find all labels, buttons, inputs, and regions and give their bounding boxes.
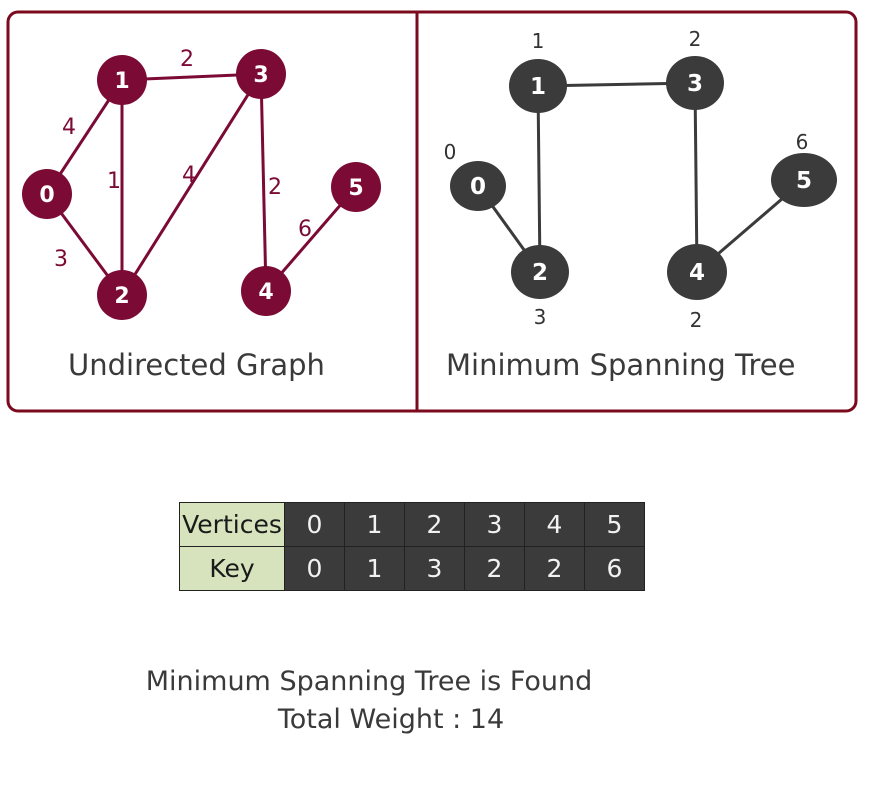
- edge-weight-2-3: 4: [182, 163, 196, 188]
- key-table: Vertices 0 1 2 3 4 5 Key 0 1 3 2 2 6: [179, 502, 645, 591]
- graph-node-0: 0: [22, 169, 72, 219]
- graph-node-label: 0: [39, 183, 54, 208]
- graph-node-label: 3: [253, 63, 268, 88]
- mst-key-node-2: 3: [534, 305, 547, 329]
- mst-key-node-5: 6: [796, 130, 809, 154]
- mst-node-label: 0: [470, 174, 486, 200]
- vertex-cell: 3: [464, 502, 525, 547]
- vertex-cell: 0: [284, 502, 345, 547]
- graph-node-label: 4: [258, 280, 273, 305]
- key-cell: 0: [284, 546, 345, 591]
- edge-weight-0-2: 3: [54, 247, 68, 272]
- mst-nodes: 0 1 2 3 4 5: [450, 56, 837, 300]
- graph-node-2: 2: [97, 270, 147, 320]
- vertex-cell: 2: [404, 502, 465, 547]
- mst-node-label: 5: [796, 168, 812, 194]
- graph-node-label: 5: [348, 176, 363, 201]
- vertex-cell: 5: [584, 502, 645, 547]
- edge-weight-0-1: 4: [62, 115, 76, 140]
- graph-diagram: 4 2 1 4 2 3 6 0 1 2 3: [6, 10, 858, 413]
- mst-key-node-1: 1: [532, 29, 545, 53]
- graph-node-5: 5: [331, 162, 381, 212]
- key-cell: 2: [524, 546, 585, 591]
- mst-node-1: 1: [509, 59, 567, 113]
- mst-key-node-4: 2: [690, 308, 703, 332]
- mst-key-node-0: 0: [444, 140, 457, 164]
- edge-weight-4-5: 6: [298, 217, 312, 242]
- edge-3-4: [259, 73, 268, 292]
- mst-edge-1-2: [536, 85, 542, 273]
- graph-node-3: 3: [236, 49, 286, 99]
- vertices-row: Vertices 0 1 2 3 4 5: [179, 502, 645, 547]
- total-weight: Total Weight : 14: [277, 704, 505, 735]
- mst-edges: [476, 81, 805, 274]
- key-cell: 6: [584, 546, 645, 591]
- mst-caption: Minimum Spanning Tree: [446, 348, 796, 382]
- mst-node-label: 3: [687, 71, 703, 97]
- mst-key-node-3: 2: [689, 27, 702, 51]
- undirected-graph-caption: Undirected Graph: [68, 348, 325, 382]
- vertex-cell: 1: [344, 502, 405, 547]
- key-cell: 3: [404, 546, 465, 591]
- graph-node-label: 2: [114, 284, 129, 309]
- mst-node-keys: 0 1 3 2 2 6: [444, 27, 809, 332]
- mst-node-5: 5: [771, 153, 837, 207]
- vertex-cell: 4: [524, 502, 585, 547]
- graph-edge-weights: 4 2 1 4 2 3 6: [54, 47, 312, 272]
- graph-nodes: 0 1 2 3 4 5: [22, 49, 381, 320]
- mst-edge-3-4: [693, 82, 699, 273]
- panels-frame: [6, 10, 858, 413]
- result-message: Minimum Spanning Tree is Found: [145, 666, 593, 697]
- edge-weight-1-2: 1: [107, 169, 121, 194]
- mst-node-label: 2: [532, 260, 548, 286]
- key-header: Key: [179, 546, 285, 591]
- edge-2-3: [120, 73, 263, 296]
- graph-node-1: 1: [97, 55, 147, 105]
- key-cell: 2: [464, 546, 525, 591]
- graph-node-4: 4: [241, 266, 291, 316]
- mst-node-0: 0: [450, 161, 506, 211]
- edge-weight-1-3: 2: [180, 47, 194, 72]
- mst-node-4: 4: [667, 244, 727, 300]
- graph-edges: [45, 72, 358, 296]
- mst-node-2: 2: [511, 245, 569, 299]
- graph-node-label: 1: [114, 69, 129, 94]
- mst-node-label: 1: [530, 74, 546, 100]
- edge-weight-3-4: 2: [268, 175, 282, 200]
- mst-node-3: 3: [666, 56, 724, 110]
- minimum-spanning-tree: 0 1 2 3 4 5 0 1: [444, 27, 837, 332]
- vertices-header: Vertices: [179, 502, 285, 547]
- mst-node-label: 4: [689, 260, 705, 286]
- key-row: Key 0 1 3 2 2 6: [179, 546, 645, 591]
- undirected-graph: 4 2 1 4 2 3 6 0 1 2 3: [22, 47, 381, 320]
- key-cell: 1: [344, 546, 405, 591]
